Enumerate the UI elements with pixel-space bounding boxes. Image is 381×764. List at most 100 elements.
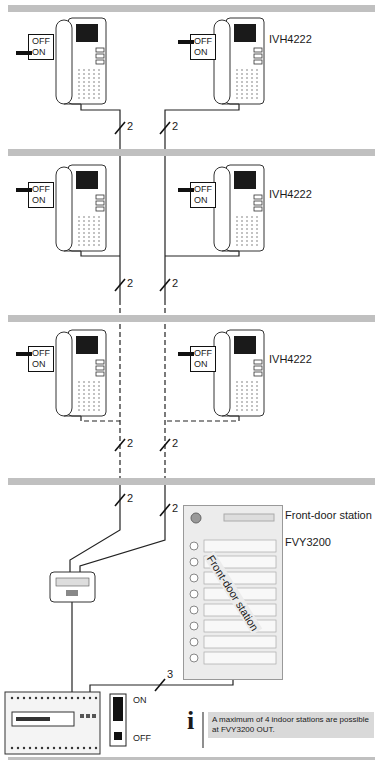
speaker-hole [98,77,100,79]
speaker-hole [88,224,90,226]
speaker-hole [88,73,90,75]
model-name: IVH4222 [268,353,313,365]
station-button [254,48,262,52]
cord [64,251,81,252]
speaker-hole [78,93,80,95]
speaker-hole [83,236,85,238]
name-plate [204,636,276,648]
speaker-hole [236,81,238,83]
terminal-dot [95,697,97,699]
speaker-hole [78,216,80,218]
slide-switch: OFFON [28,346,54,372]
speaker-hole [251,77,253,79]
speaker-hole [236,73,238,75]
speaker-hole [78,232,80,234]
speaker-hole [236,381,238,383]
speaker-hole [256,244,258,246]
station-button [96,207,104,211]
terminal-dot [41,697,43,699]
station-screen [234,336,256,354]
speaker-hole [256,69,258,71]
speaker-hole [78,69,80,71]
terminal-dot [65,747,67,749]
speaker-hole [256,77,258,79]
terminal-dot [41,747,43,749]
speaker-hole [246,216,248,218]
info-note: A maximum of 4 indoor stations are possi… [208,712,374,738]
speaker-hole [251,69,253,71]
power-supply-front [12,712,74,726]
speaker-hole [98,69,100,71]
speaker-hole [88,85,90,87]
station-button [254,372,262,376]
info-separator [202,712,203,748]
speaker-hole [256,393,258,395]
speaker-hole [93,228,95,230]
speaker-hole [236,240,238,242]
power-supply-plate [16,717,50,721]
speaker-hole [241,240,243,242]
speaker-hole [246,69,248,71]
speaker-hole [78,73,80,75]
station-button [96,195,104,199]
speaker-hole [88,236,90,238]
speaker-hole [241,381,243,383]
speaker-hole [236,89,238,91]
speaker-hole [78,385,80,387]
wire-count-marks [115,122,170,691]
floor-bar [8,149,375,156]
speaker-hole [256,405,258,407]
wire-count: 2 [126,437,134,449]
speaker-hole [246,228,248,230]
speaker-hole [98,381,100,383]
speaker-hole [246,85,248,87]
speaker-hole [251,397,253,399]
floor-bar [8,757,375,760]
speaker-hole [83,240,85,242]
wire-count-slash [160,122,170,134]
slide-switch: OFFON [28,34,54,60]
speaker-hole [93,77,95,79]
station-screen [76,336,98,354]
speaker-hole [246,389,248,391]
speaker-hole [251,93,253,95]
station-button [96,60,104,64]
speaker-hole [98,393,100,395]
speaker-hole [93,81,95,83]
speaker-hole [93,236,95,238]
speaker-hole [98,397,100,399]
switch-position: ON [32,195,50,206]
switch-lever [178,352,194,356]
station-handset [56,332,72,416]
speaker-hole [98,389,100,391]
wire-count-slash [160,504,170,516]
speaker-hole [251,228,253,230]
speaker-hole [246,97,248,99]
speaker-hole [98,81,100,83]
station-button [96,48,104,52]
camera [191,513,201,523]
wire-count-slash [115,439,125,451]
speaker-hole [93,240,95,242]
speaker-hole [241,232,243,234]
speaker-hole [83,409,85,411]
speaker-hole [236,97,238,99]
speaker-hole [256,89,258,91]
speaker-hole [251,401,253,403]
speaker-hole [83,85,85,87]
speaker-hole [251,381,253,383]
speaker-hole [78,381,80,383]
speaker-hole [88,77,90,79]
switch-position: ON [32,47,50,58]
speaker-hole [236,85,238,87]
speaker-hole [236,389,238,391]
station-screen [234,171,256,189]
speaker-hole [88,220,90,222]
speaker-hole [251,220,253,222]
terminal-dot [71,697,73,699]
station-body [226,330,264,416]
speaker-hole [78,405,80,407]
slide-switch: OFFON [190,34,216,60]
wire-count-slash [155,679,165,691]
bus-wire [80,478,165,572]
